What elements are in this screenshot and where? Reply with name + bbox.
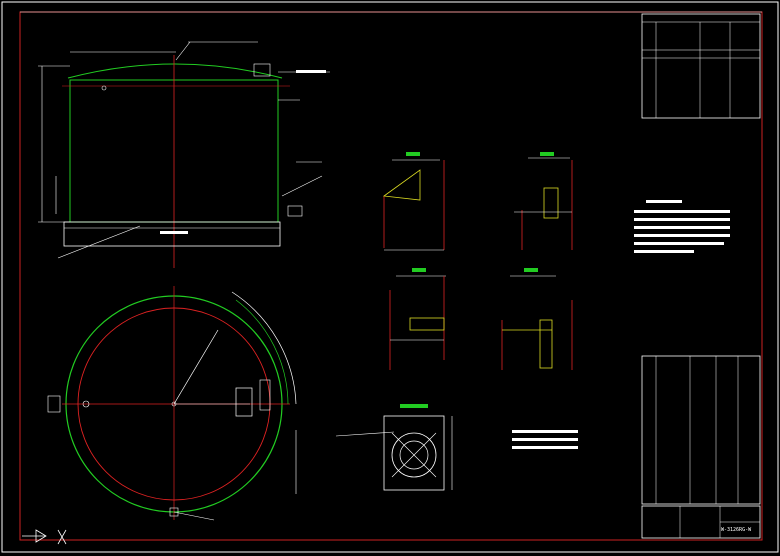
detail-notes-line-1 (512, 430, 578, 433)
detail-notes-line-3 (512, 446, 578, 449)
roof-leader-diag (175, 41, 191, 61)
ucs-icon (22, 529, 67, 545)
detail-5-outer-circle (391, 432, 437, 478)
detail-1-slope (382, 169, 421, 201)
plan-outer-arc (231, 291, 297, 405)
detail-5-cross-2 (391, 432, 437, 478)
detail-5-box (383, 415, 445, 491)
foundation-outline (63, 221, 281, 247)
plan-manway (235, 387, 253, 417)
plan-outer-arc-2 (235, 299, 289, 405)
detail-4[interactable] (501, 268, 573, 370)
notes-line-6 (634, 250, 694, 253)
plan-center-mark (171, 401, 177, 407)
detail-2[interactable] (514, 152, 573, 250)
plan-bottom-nozzle (169, 507, 179, 517)
plan-left-label (47, 395, 61, 413)
notes-line-2 (634, 218, 730, 221)
plan-radius-leader (173, 329, 219, 405)
general-notes (634, 200, 730, 253)
detail-notes (512, 430, 578, 449)
plan-nozzle-left (82, 400, 90, 408)
title-block[interactable]: W-3126RG-W (641, 505, 761, 539)
material-table-frame (641, 355, 761, 505)
roof-hatch-box (253, 63, 271, 77)
notes-line-3 (634, 226, 730, 229)
drawing-frame (19, 11, 763, 541)
detail-3[interactable] (389, 268, 446, 370)
ucs-mark-2 (57, 529, 67, 545)
right-leader-4 (281, 175, 323, 197)
detail-1[interactable] (382, 152, 445, 251)
revision-table[interactable] (641, 13, 761, 119)
ucs-arrow (35, 529, 47, 543)
bottom-leader (57, 225, 141, 259)
detail-5-tag (400, 404, 428, 408)
detail-5[interactable] (335, 404, 453, 491)
right-nozzle (287, 205, 303, 217)
plan-bottom-leader (173, 511, 215, 521)
right-label-1 (296, 70, 326, 73)
revision-table-frame (641, 13, 761, 119)
tank-plan-view[interactable] (47, 286, 297, 521)
drawing-number: W-3126RG-W (721, 527, 752, 533)
notes-title (646, 200, 682, 203)
detail-5-leader (335, 431, 395, 437)
tank-roof-arc (67, 63, 283, 79)
detail-3-tag (412, 268, 426, 272)
notes-line-5 (634, 242, 724, 245)
detail-notes-line-2 (512, 438, 578, 441)
base-label-box (160, 231, 188, 234)
detail-4-plate (539, 319, 553, 369)
roof-vent-marker (101, 85, 107, 91)
plan-ladder (259, 379, 271, 411)
detail-2-plate (543, 187, 559, 219)
material-table[interactable] (641, 355, 761, 505)
detail-2-tag (540, 152, 554, 156)
notes-line-1 (634, 210, 730, 213)
notes-line-4 (634, 234, 730, 237)
detail-3-flange (409, 317, 445, 331)
detail-1-tag (406, 152, 420, 156)
detail-4-tag (524, 268, 538, 272)
detail-5-inner-circle (399, 440, 429, 470)
tank-elevation-view[interactable] (38, 41, 330, 268)
